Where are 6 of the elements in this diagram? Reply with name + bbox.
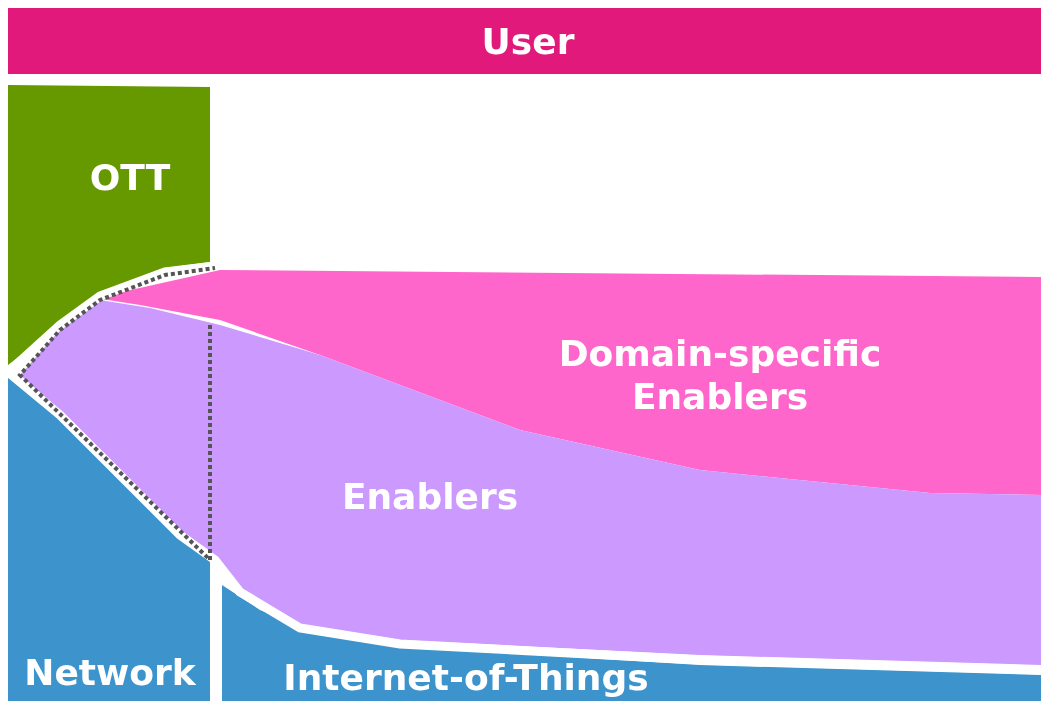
layer-label: Domain-specific Enablers	[557, 331, 883, 419]
layer-label: Enablers	[340, 475, 520, 519]
layer-label: User	[480, 20, 576, 64]
layer-label: OTT	[88, 156, 172, 200]
layer-label: Network	[23, 651, 197, 695]
layer-label: Internet-of-Things	[282, 656, 650, 700]
